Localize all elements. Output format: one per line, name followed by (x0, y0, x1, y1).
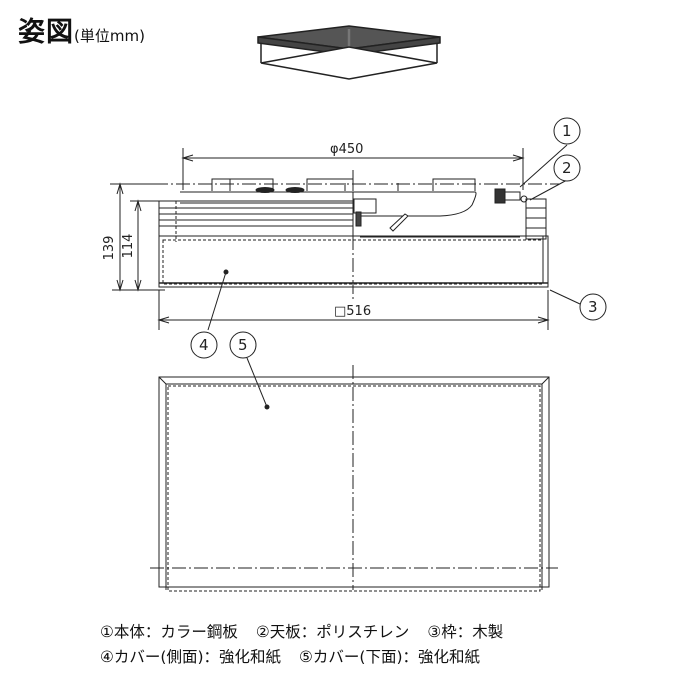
legend-row-1: ①本体：カラー鋼板 ②天板：ポリスチレン ③枠：木製 (100, 620, 521, 645)
material-legend: ①本体：カラー鋼板 ②天板：ポリスチレン ③枠：木製 ④カバー(側面)：強化和紙 ⑤カ… (100, 620, 521, 670)
height-total-dim: 139 (102, 236, 117, 261)
plan-view (150, 365, 558, 592)
unit-label: (単位mm) (74, 27, 145, 45)
callout-1: 1 (562, 122, 572, 140)
title-text: 姿図 (18, 17, 74, 48)
legend-item-5: ⑤カバー(下面)：強化和紙 (299, 648, 480, 666)
legend-item-3: ③枠：木製 (427, 623, 504, 641)
legend-item-2: ②天板：ポリスチレン (255, 623, 410, 641)
legend-item-4: ④カバー(側面)：強化和紙 (100, 648, 281, 666)
height-cover-dim: 114 (121, 234, 136, 259)
callout-3: 3 (588, 298, 598, 316)
page-title: 姿図(単位mm) (18, 10, 145, 49)
legend-item-1: ①本体：カラー鋼板 (100, 623, 238, 641)
legend-row-2: ④カバー(側面)：強化和紙 ⑤カバー(下面)：強化和紙 (100, 645, 521, 670)
front-elevation (110, 148, 560, 330)
callout-5: 5 (238, 336, 248, 354)
diameter-dim: φ450 (330, 142, 363, 157)
isometric-thumbnail (257, 25, 441, 80)
width-dim: □516 (334, 304, 371, 319)
callout-2: 2 (562, 159, 572, 177)
callout-4: 4 (199, 336, 209, 354)
